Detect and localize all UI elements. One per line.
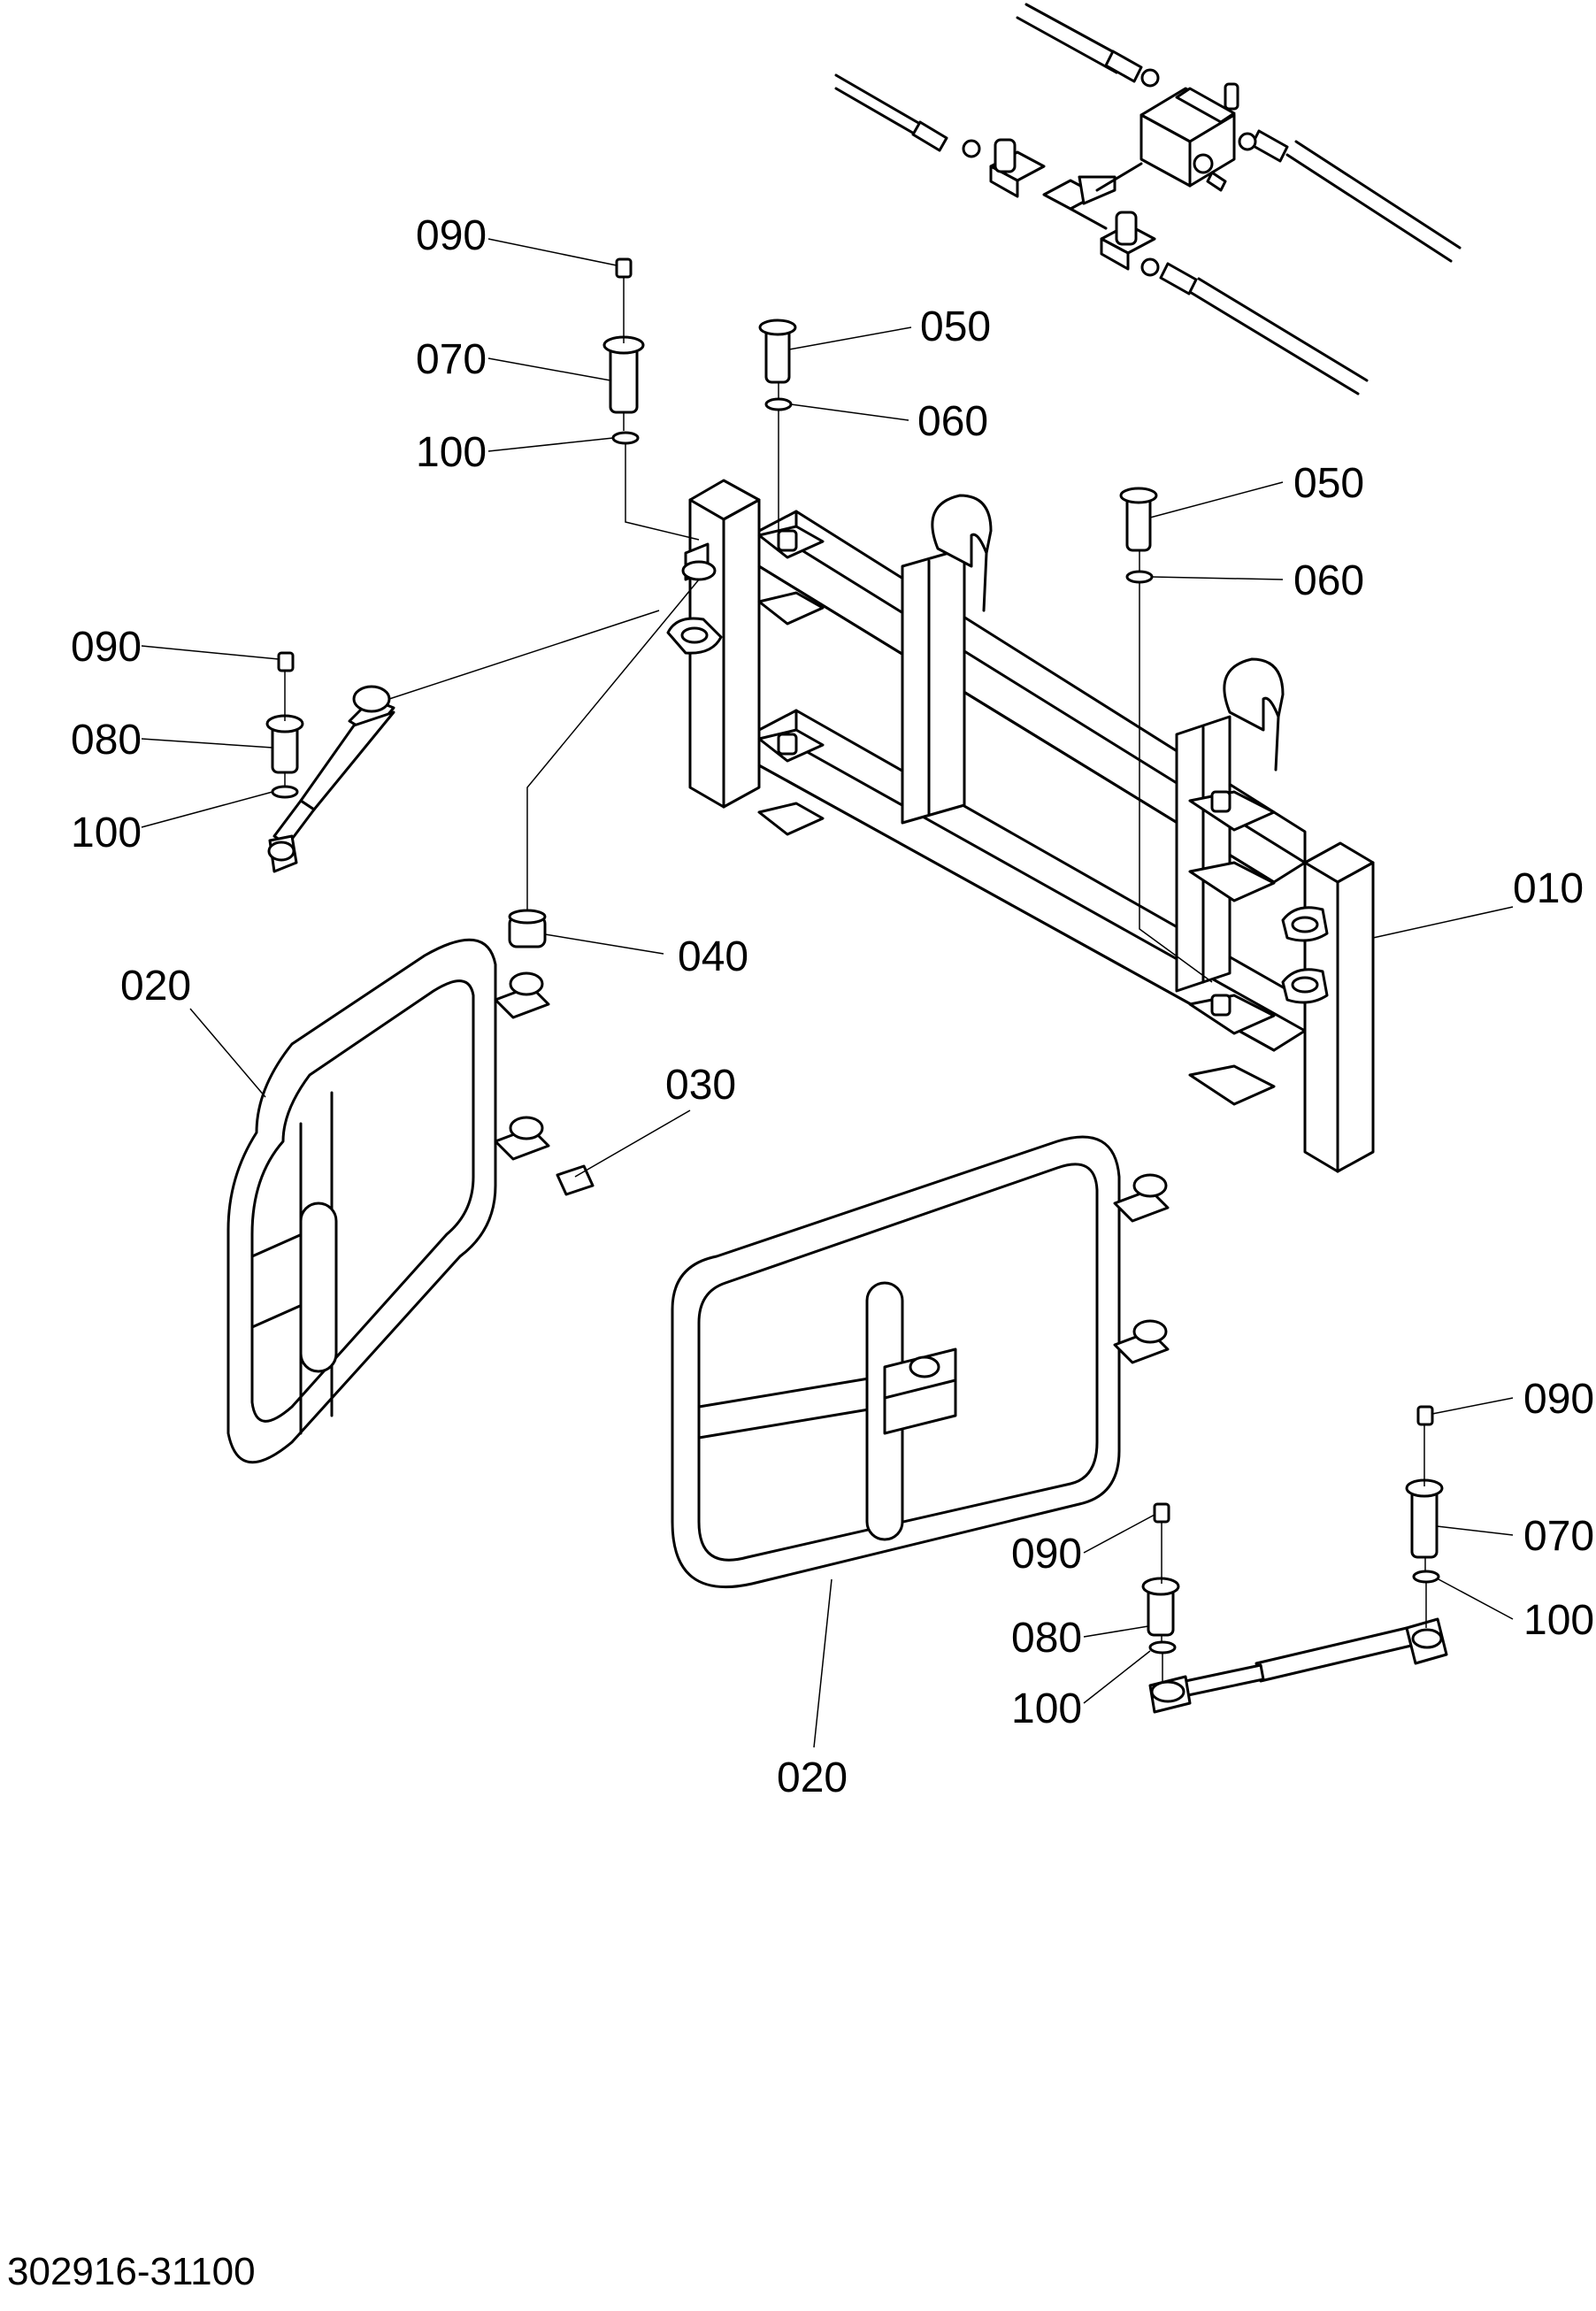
callout-100: 100 [1011,1685,1082,1732]
callout-100: 100 [71,810,142,856]
callout-090: 090 [1011,1531,1082,1578]
callout-040: 040 [678,933,748,980]
callout-020: 020 [777,1754,848,1801]
small-parts [265,257,1444,1655]
callout-090: 090 [416,212,487,259]
assembly-lines [284,277,1427,1681]
right-hydraulic-cylinder [1148,1617,1448,1714]
callout-080: 080 [1011,1615,1082,1662]
callout-010: 010 [1513,865,1584,912]
callout-labels: 090 070 100 050 060 050 060 090 080 100 … [71,212,1594,1801]
callout-020: 020 [120,963,191,1010]
left-hydraulic-cylinder [267,685,395,873]
callout-070: 070 [1523,1513,1594,1560]
callout-090: 090 [71,624,142,671]
callout-050: 050 [1293,460,1364,507]
hydraulic-hose-assembly [834,3,1462,395]
callout-070: 070 [416,336,487,383]
right-guard-frame [671,1135,1170,1589]
callout-090: 090 [1523,1376,1594,1423]
callout-100: 100 [1523,1597,1594,1644]
main-frame [666,479,1375,1173]
leader-lines [141,238,1514,1748]
callout-100: 100 [416,429,487,476]
callout-050: 050 [920,303,991,350]
callout-080: 080 [71,717,142,764]
document-number: 302916-31100 [7,2250,256,2293]
callout-060: 060 [917,398,988,445]
left-guard-frame [226,938,550,1464]
callout-030: 030 [665,1062,736,1109]
callout-060: 060 [1293,557,1364,604]
